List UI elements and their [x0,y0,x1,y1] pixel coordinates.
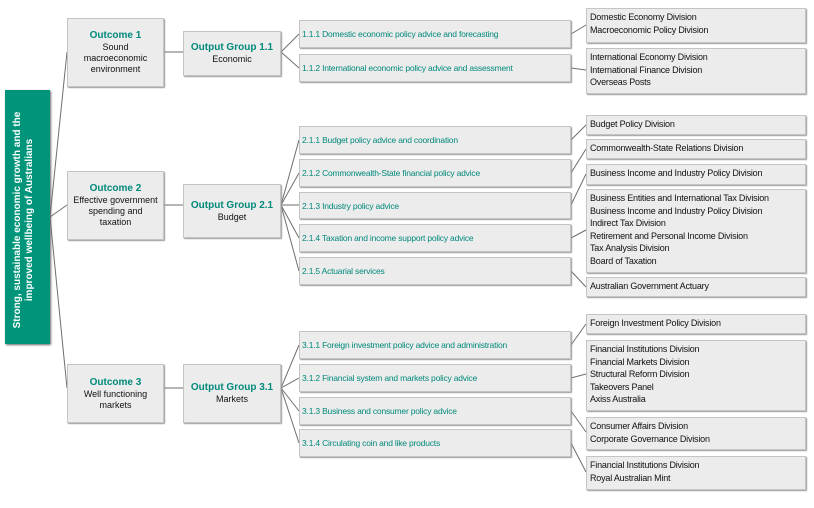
division-name: Corporate Governance Division [590,433,710,444]
division-name: Budget Policy Division [590,119,675,129]
sub-output-2-1-2: 2.1.2 Commonwealth-State financial polic… [299,159,571,187]
output-group-1-box: Output Group 1.1 Economic [183,31,281,76]
division-name: Structural Reform Division [590,369,690,379]
division-box: Business Entities and International Tax … [586,189,806,273]
division-name: Consumer Affairs Division [590,421,688,431]
division-name: Financial Markets Division [590,356,690,367]
sub-output-3-1-3: 3.1.3 Business and consumer policy advic… [299,397,571,425]
sub-output-3-1-4: 3.1.4 Circulating coin and like products [299,429,571,457]
sub-output-2-1-3: 2.1.3 Industry policy advice [299,192,571,219]
output-group-3-box: Output Group 3.1 Markets [183,364,281,423]
division-name: Financial Institutions Division [590,460,700,470]
output-group-title: Output Group 2.1 [190,199,274,211]
output-group-name: Economic [212,54,252,64]
sub-output-1-1-2: 1.1.2 International economic policy advi… [299,54,571,82]
output-group-name: Budget [217,211,247,222]
sub-output-3-1-2: 3.1.2 Financial system and markets polic… [299,364,571,392]
division-name: Financial Institutions Division [590,344,700,354]
output-group-name: Markets [215,394,248,404]
division-name: Royal Australian Mint [590,472,671,483]
sub-output-3-1-1: 3.1.1 Foreign investment policy advice a… [299,331,571,359]
outcome-3-box: Outcome 3 Well functioning markets [67,364,164,423]
division-name: Business Income and Industry Policy Divi… [590,168,763,178]
division-box: Foreign Investment Policy Division [586,314,806,334]
division-box: Australian Government Actuary [586,277,806,297]
root-box [5,90,50,344]
sub-output-1-1-1: 1.1.1 Domestic economic policy advice an… [299,20,571,48]
division-name: Domestic Economy Division [590,12,697,22]
outcome-description: Well functioning markets [83,388,148,410]
division-name: Tax Analysis Division [590,243,670,253]
outcome-description: Sound macroeconomic environment [83,42,148,74]
division-name: Australian Government Actuary [590,281,709,291]
outcome-title: Outcome 3 [89,376,142,388]
division-name: International Finance Division [590,64,703,75]
division-name: Overseas Posts [590,77,651,87]
outcome-description: Effective government spending and taxati… [73,195,158,227]
division-name: Business Income and Industry Policy Divi… [590,205,763,216]
division-box: Budget Policy Division [586,115,806,135]
division-box: Commonwealth-State Relations Division [586,139,806,159]
root-label: Strong, sustainable economic growth and … [12,111,35,329]
sub-output-2-1-4: 2.1.4 Taxation and income support policy… [299,224,571,252]
sub-output-2-1-1: 2.1.1 Budget policy advice and coordinat… [299,126,571,154]
outcome-1-box: Outcome 1 Sound macroeconomic environmen… [67,18,164,87]
division-box: International Economy Division Internati… [586,48,806,94]
division-box: Consumer Affairs Division Corporate Gove… [586,417,806,450]
division-box: Domestic Economy Division Macroeconomic … [586,8,806,43]
division-name: Commonwealth-State Relations Division [590,143,744,153]
division-name: Axiss Australia [590,394,646,404]
division-name: Business Entities and International Tax … [590,193,769,203]
division-name: Indirect Tax Division [590,218,666,228]
output-group-2-box: Output Group 2.1 Budget [183,184,281,238]
division-box: Financial Institutions Division Financia… [586,340,806,411]
outcome-title: Outcome 1 [89,30,142,41]
division-name: Macroeconomic Policy Division [590,24,709,35]
division-name: Retirement and Personal Income Division [590,230,748,241]
outcome-2-box: Outcome 2 Effective government spending … [67,171,164,240]
division-box: Financial Institutions Division Royal Au… [586,456,806,490]
division-name: Board of Taxation [590,255,657,266]
output-group-title: Output Group 3.1 [190,382,274,393]
division-name: Takeovers Panel [590,381,654,392]
division-name: Foreign Investment Policy Division [590,318,721,328]
division-name: International Economy Division [590,52,708,62]
sub-output-2-1-5: 2.1.5 Actuarial services [299,257,571,285]
division-box: Business Income and Industry Policy Divi… [586,164,806,185]
outcome-title: Outcome 2 [89,183,142,194]
output-group-title: Output Group 1.1 [190,42,274,53]
